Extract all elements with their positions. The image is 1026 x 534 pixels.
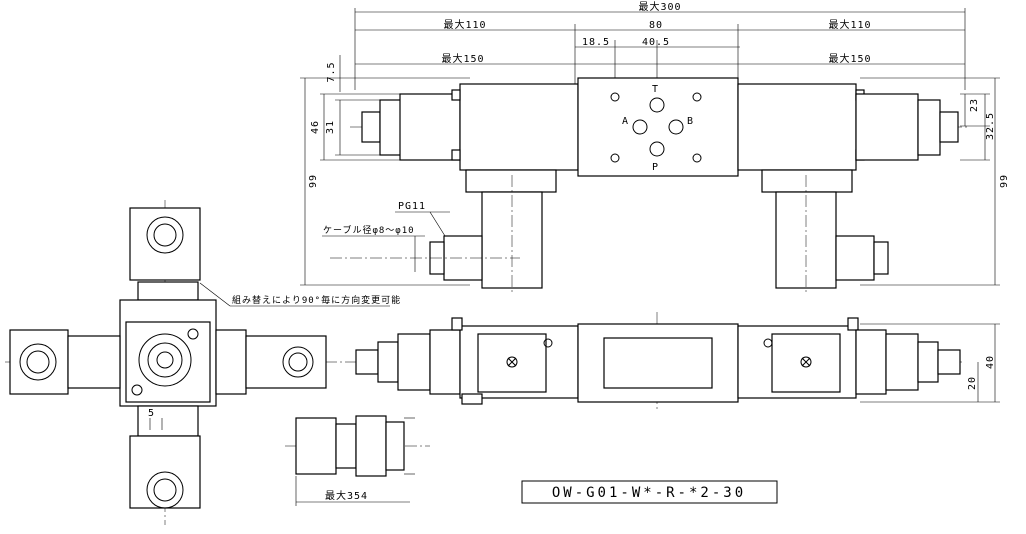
right-vertical-dimensions: 99 23 32.5 — [860, 77, 1010, 286]
dim-32-5: 32.5 — [985, 112, 996, 140]
dim-center-80: 80 — [649, 20, 663, 31]
dim-overall: 最大300 — [638, 0, 681, 13]
top-dimensions: 最大300 最大110 80 最大110 18.5 40.5 最大150 最大1… — [354, 0, 966, 95]
dim-7-5: 7.5 — [326, 61, 337, 82]
port-t-label: T — [652, 84, 659, 95]
dim-right-110: 最大110 — [828, 18, 871, 31]
port-p-label: P — [652, 162, 659, 173]
rotate-note: 組み替えにより90°毎に方向変更可能 — [232, 294, 401, 306]
dim-right-150: 最大150 — [828, 52, 871, 65]
port-b-label: B — [687, 116, 694, 127]
dim-5: 5 — [148, 408, 155, 419]
dim-99-right: 99 — [999, 174, 1010, 188]
dim-31: 31 — [325, 120, 336, 134]
valve-plan-view: 40 20 — [345, 312, 1000, 412]
valve-side-view: 5 組み替えにより90°毎に方向変更可能 — [5, 200, 401, 525]
dim-46: 46 — [310, 120, 321, 134]
dim-23: 23 — [969, 98, 980, 112]
dim-99-left: 99 — [308, 174, 319, 188]
dim-20: 20 — [967, 376, 978, 390]
dim-left-150: 最大150 — [441, 52, 484, 65]
valve-top-view: T A B P — [330, 77, 970, 295]
dim-40: 40 — [985, 355, 996, 369]
model-code: OW-G01-W*-R-*2-30 — [552, 485, 746, 501]
dim-18-5: 18.5 — [582, 37, 610, 48]
cable-note: ケーブル径φ8～φ10 — [323, 224, 415, 236]
model-code-box: OW-G01-W*-R-*2-30 — [521, 480, 778, 504]
connector-detail: 最大354 — [285, 415, 430, 506]
connector-notes: PG11 ケーブル径φ8～φ10 — [322, 201, 450, 272]
dim-left-110: 最大110 — [443, 18, 486, 31]
pg11-note: PG11 — [398, 201, 426, 212]
dim-354: 最大354 — [325, 489, 368, 502]
dim-40-5: 40.5 — [642, 37, 670, 48]
port-a-label: A — [622, 116, 629, 127]
